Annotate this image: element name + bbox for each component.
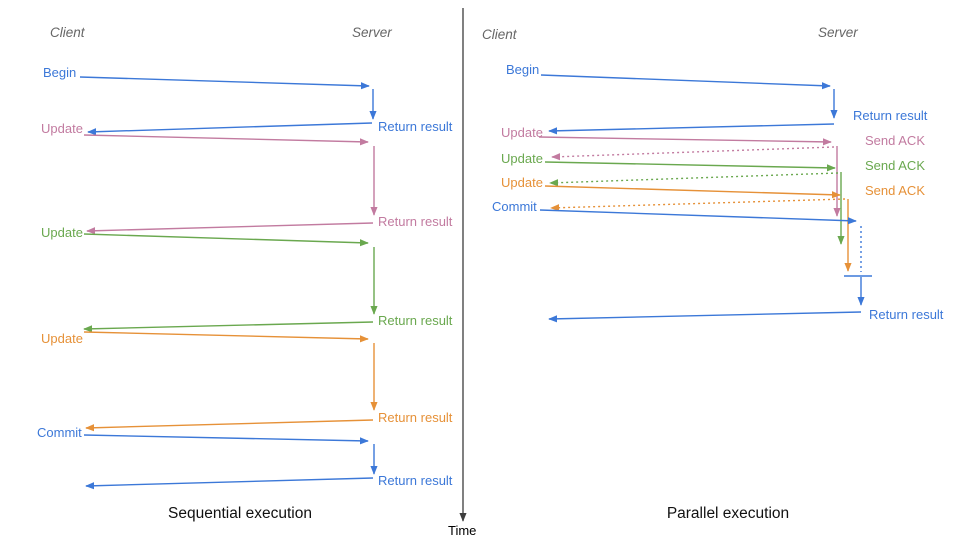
right-return-result-top: Return result bbox=[853, 108, 928, 123]
right-update1-ack-arrow bbox=[551, 146, 835, 161]
left-server-header: Server bbox=[352, 25, 392, 40]
right-update2-label: Update bbox=[501, 151, 543, 166]
right-panel-arrows bbox=[538, 74, 872, 323]
right-begin-response-arrow bbox=[548, 123, 835, 135]
left-update2-request-arrow bbox=[83, 233, 369, 247]
left-update1-response-arrow bbox=[86, 222, 374, 235]
left-commit-label: Commit bbox=[37, 425, 82, 440]
right-update3-exchange bbox=[544, 185, 852, 272]
left-return-result-4: Return result bbox=[378, 410, 453, 425]
left-update2-response-arrow bbox=[83, 321, 374, 333]
left-update1-exchange bbox=[83, 134, 378, 235]
left-update1-request-arrow bbox=[83, 134, 369, 146]
right-update3-request-arrow bbox=[544, 185, 841, 199]
right-return-result-bottom: Return result bbox=[869, 307, 944, 322]
right-update2-ack-arrow bbox=[549, 172, 839, 187]
left-update1-label: Update bbox=[41, 121, 83, 136]
left-update2-label: Update bbox=[41, 225, 83, 240]
left-begin-label: Begin bbox=[43, 65, 77, 80]
left-return-result-5: Return result bbox=[378, 473, 453, 488]
right-update1-exchange bbox=[538, 136, 841, 217]
right-commit-exchange bbox=[539, 209, 872, 323]
left-commit-request-arrow bbox=[83, 434, 369, 445]
left-update3-label: Update bbox=[41, 331, 83, 346]
left-commit-exchange bbox=[83, 434, 378, 490]
left-commit-response-arrow bbox=[85, 477, 374, 490]
right-update2-exchange bbox=[544, 161, 845, 245]
right-update2-request-arrow bbox=[544, 161, 836, 172]
left-client-header: Client bbox=[50, 25, 85, 40]
right-update1-request-arrow bbox=[538, 136, 832, 146]
right-client-header: Client bbox=[482, 27, 517, 42]
left-begin-response-arrow bbox=[87, 122, 373, 136]
left-caption: Sequential execution bbox=[168, 505, 312, 522]
right-begin-exchange bbox=[540, 74, 838, 135]
right-begin-label: Begin bbox=[506, 62, 540, 77]
left-update3-exchange bbox=[83, 331, 378, 432]
time-axis-label: Time bbox=[448, 523, 477, 538]
left-update3-request-arrow bbox=[83, 331, 369, 343]
left-begin-request-arrow bbox=[79, 76, 370, 90]
right-update3-label: Update bbox=[501, 175, 543, 190]
right-send-ack-1: Send ACK bbox=[865, 133, 925, 148]
left-return-result-2: Return result bbox=[378, 214, 453, 229]
left-return-result-1: Return result bbox=[378, 119, 453, 134]
right-caption: Parallel execution bbox=[666, 505, 790, 522]
left-update2-exchange bbox=[83, 233, 378, 333]
left-return-result-3: Return result bbox=[378, 313, 453, 328]
left-update3-response-arrow bbox=[85, 419, 374, 432]
left-panel-arrows bbox=[79, 76, 378, 490]
right-update3-ack-arrow bbox=[550, 198, 846, 212]
right-begin-request-arrow bbox=[540, 74, 831, 90]
right-commit-label: Commit bbox=[492, 199, 537, 214]
right-send-ack-3: Send ACK bbox=[865, 183, 925, 198]
left-begin-exchange bbox=[79, 76, 377, 136]
right-commit-request-arrow bbox=[539, 209, 857, 225]
right-commit-response-arrow bbox=[548, 311, 862, 323]
right-update1-label: Update bbox=[501, 125, 543, 140]
right-send-ack-2: Send ACK bbox=[865, 158, 925, 173]
right-server-header: Server bbox=[818, 25, 858, 40]
